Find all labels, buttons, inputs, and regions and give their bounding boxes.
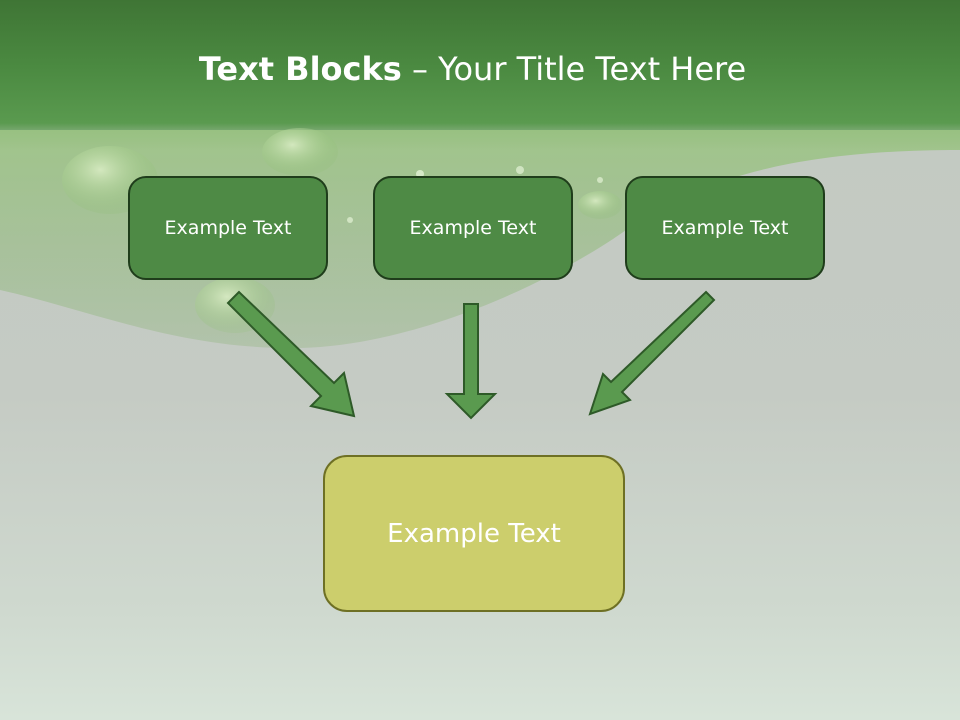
text-block-1: Example Text (128, 176, 328, 280)
slide-title: Text Blocks – Your Title Text Here (0, 50, 945, 88)
target-block-label: Example Text (387, 518, 561, 549)
title-bold-part: Text Blocks (198, 50, 402, 88)
text-block-2-label: Example Text (409, 217, 537, 239)
text-block-1-label: Example Text (164, 217, 292, 239)
text-block-2: Example Text (373, 176, 573, 280)
target-block: Example Text (323, 455, 625, 612)
text-block-3: Example Text (625, 176, 825, 280)
text-block-3-label: Example Text (661, 217, 789, 239)
title-dash: – (401, 50, 439, 88)
title-rest-part: Your Title Text Here (438, 50, 747, 88)
header-band (0, 0, 960, 150)
